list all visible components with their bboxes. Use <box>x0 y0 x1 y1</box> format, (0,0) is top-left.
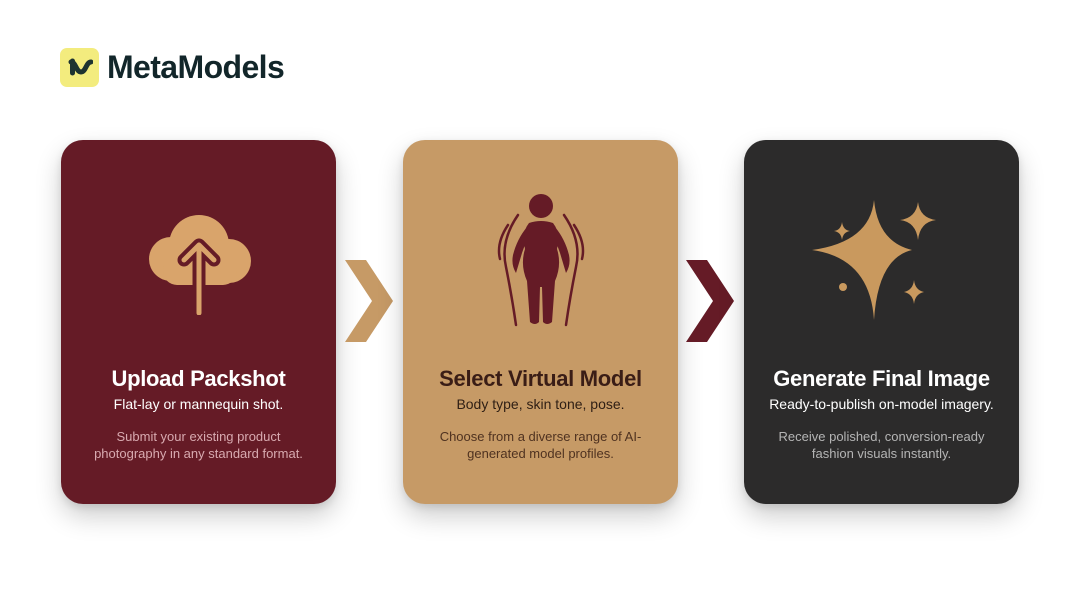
brand-header: MetaModels <box>60 47 285 87</box>
step-card-generate: Generate Final Image Ready-to-publish on… <box>744 140 1019 504</box>
step-description: Submit your existing product photography… <box>94 429 303 461</box>
metamodels-logo-icon <box>60 47 99 87</box>
step-subtitle: Flat-lay or mannequin shot. <box>113 396 284 412</box>
sparkles-icon <box>744 180 1019 340</box>
step-subtitle: Body type, skin tone, pose. <box>456 396 625 412</box>
chevron-right-icon <box>345 260 393 342</box>
chevron-right-icon <box>686 260 734 342</box>
person-silhouette-icon <box>403 180 678 340</box>
step-subtitle: Ready-to-publish on-model imagery. <box>769 396 994 412</box>
step-card-upload: Upload Packshot Flat-lay or mannequin sh… <box>61 140 336 504</box>
step-card-select-model: Select Virtual Model Body type, skin ton… <box>403 140 678 504</box>
step-description: Choose from a diverse range of AI-genera… <box>439 429 642 461</box>
brand-name: MetaModels <box>107 48 285 85</box>
step-title: Generate Final Image <box>773 366 990 391</box>
step-title: Upload Packshot <box>111 366 286 391</box>
cloud-upload-icon <box>61 180 336 340</box>
step-title: Select Virtual Model <box>439 366 642 391</box>
step-description: Receive polished, conversion-ready fashi… <box>778 429 985 461</box>
